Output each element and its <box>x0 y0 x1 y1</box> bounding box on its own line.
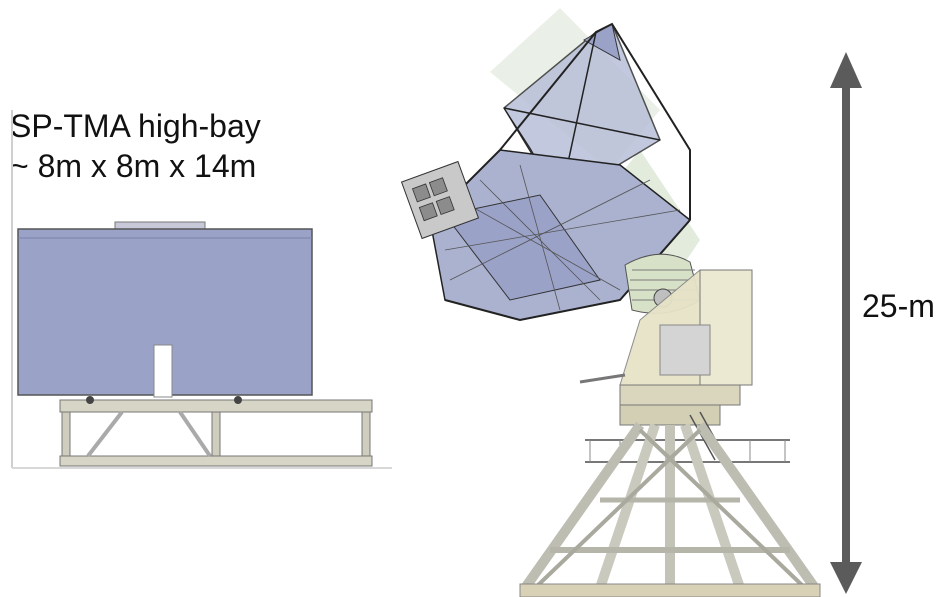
foundation <box>519 583 821 597</box>
height-arrow <box>830 52 862 594</box>
telescope-mount <box>579 269 753 426</box>
telescope-drawing <box>400 8 821 597</box>
telescope-height-label: 25-m <box>862 288 935 324</box>
highbay-title: SP-TMA high-bay <box>10 108 261 144</box>
highbay-dimensions: ~ 8m x 8m x 14m <box>10 148 257 184</box>
highbay-drawing <box>11 110 392 469</box>
highbay-door <box>153 344 173 398</box>
pedestal-legs <box>520 422 820 591</box>
camera-box <box>400 160 480 240</box>
